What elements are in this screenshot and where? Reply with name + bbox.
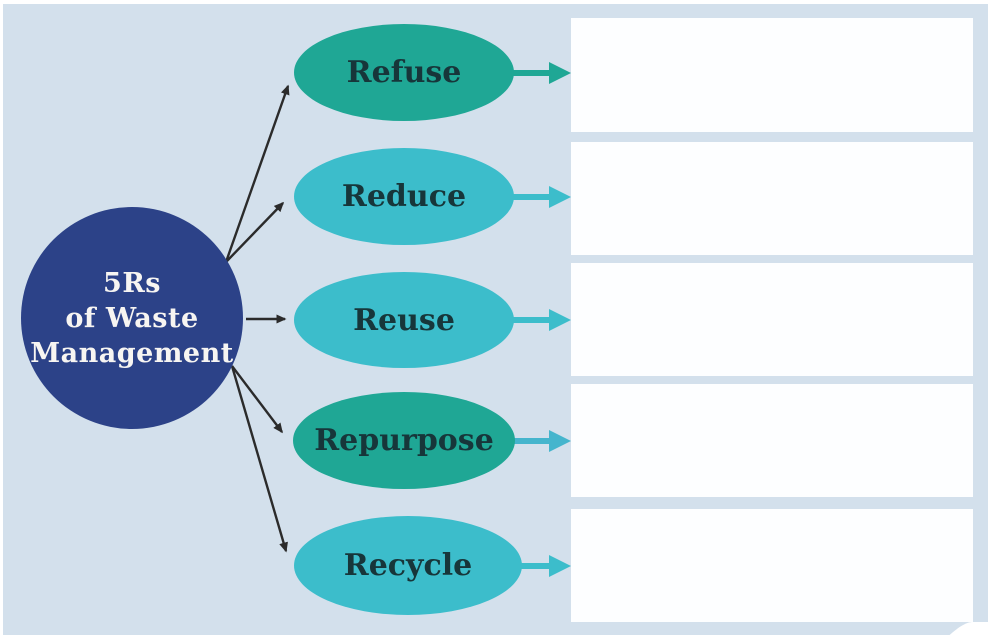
node-reuse-label: Reuse xyxy=(353,302,455,338)
center-node-label-line: 5Rs xyxy=(103,267,161,299)
node-refuse: Refuse xyxy=(294,24,514,121)
node-repurpose-label: Repurpose xyxy=(314,423,494,458)
center-node-5rs: 5Rs of Waste Management xyxy=(21,207,243,429)
node-reduce: Reduce xyxy=(294,148,514,245)
center-node-label-line: Management xyxy=(30,337,234,369)
answer-box-repurpose xyxy=(571,384,973,497)
node-recycle-label: Recycle xyxy=(343,548,473,583)
answer-box-refuse xyxy=(571,18,973,132)
node-recycle: Recycle xyxy=(294,516,522,615)
node-repurpose: Repurpose xyxy=(293,392,515,489)
answer-box-reuse xyxy=(571,263,973,376)
node-reuse: Reuse xyxy=(294,272,514,368)
answer-box-reduce xyxy=(571,142,973,255)
answer-box-recycle xyxy=(571,509,973,622)
center-node-label-line: of Waste xyxy=(65,302,199,334)
node-refuse-label: Refuse xyxy=(346,55,462,90)
node-reduce-label: Reduce xyxy=(341,179,467,214)
